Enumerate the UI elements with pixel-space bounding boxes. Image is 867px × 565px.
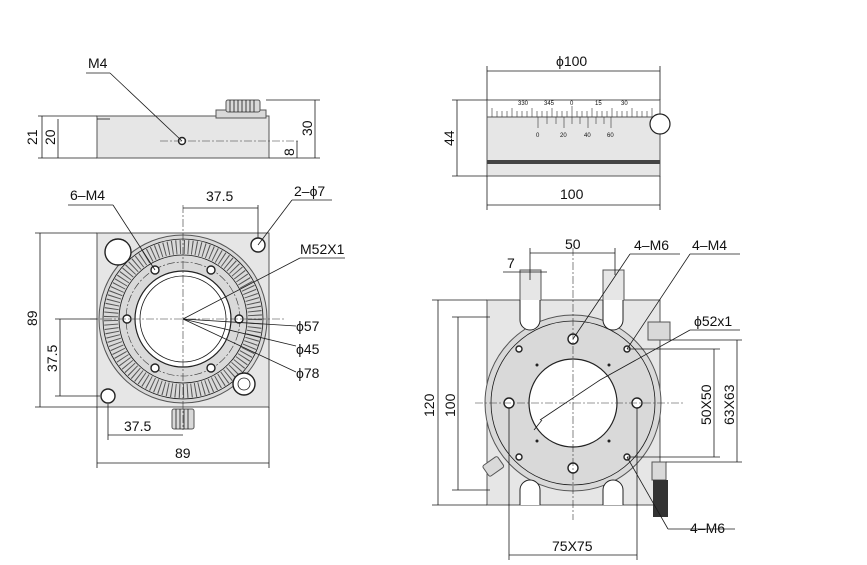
label-m4: M4 — [88, 55, 108, 71]
dim-7: 7 — [507, 255, 515, 271]
dim-21: 21 — [24, 129, 40, 145]
dim-20: 20 — [42, 129, 58, 145]
svg-text:0: 0 — [570, 101, 574, 107]
dim-37-5-bottom: 37.5 — [124, 418, 151, 434]
svg-text:30: 30 — [621, 101, 628, 107]
lock-knob — [482, 456, 505, 477]
svg-text:15: 15 — [595, 101, 602, 107]
dim-120: 120 — [421, 393, 437, 417]
phi7-hole — [100, 388, 116, 404]
top-view: 6–M4 2–ϕ7 M52X1 ϕ57 ϕ45 ϕ78 37.5 89 37.5… — [24, 183, 345, 468]
dim-37-5-left: 37.5 — [44, 345, 60, 372]
label-6m4: 6–M4 — [70, 187, 105, 203]
label-4m6-top: 4–M6 — [634, 237, 669, 253]
dim-30: 30 — [299, 120, 315, 136]
m4-hole — [206, 265, 216, 275]
scale-upper-labels: 330 345 0 15 30 — [518, 101, 628, 107]
front-view: 330 345 0 15 30 0 20 40 60 ϕ100 44 100 — [441, 53, 671, 210]
svg-text:20: 20 — [560, 133, 567, 139]
label-phi78: ϕ78 — [296, 365, 320, 381]
dim-100-left: 100 — [442, 393, 458, 417]
label-m52x1: M52X1 — [300, 241, 345, 257]
dim-44: 44 — [441, 130, 457, 146]
svg-text:345: 345 — [544, 101, 555, 107]
svg-text:60: 60 — [607, 133, 614, 139]
bottom-view: 4–M6 4–M4 ϕ52x1 4–M6 50 7 120 100 50X50 — [421, 236, 742, 560]
vernier-ticks — [537, 117, 612, 128]
label-phi52x1: ϕ52x1 — [694, 313, 732, 329]
lock-knob — [104, 238, 132, 266]
label-4m4: 4–M4 — [692, 237, 727, 253]
micrometer-handle — [653, 480, 668, 517]
scale-lower-labels: 0 20 40 60 — [536, 133, 614, 139]
dark-band — [487, 160, 660, 164]
dim-89-bottom: 89 — [175, 445, 191, 461]
lock-knob — [232, 372, 256, 396]
dim-37-5-top: 37.5 — [206, 188, 233, 204]
label-4m6-bottom: 4–M6 — [690, 520, 725, 536]
m4-hole — [515, 453, 523, 461]
label-phi57: ϕ57 — [296, 318, 320, 334]
svg-text:0: 0 — [536, 133, 540, 139]
scale-ticks — [491, 106, 653, 117]
dim-63x63: 63X63 — [721, 384, 737, 425]
svg-text:330: 330 — [518, 101, 529, 107]
dim-50x50: 50X50 — [698, 384, 714, 425]
dim-50: 50 — [565, 236, 581, 252]
m4-hole — [150, 363, 160, 373]
side-view: M4 21 20 30 8 — [24, 55, 320, 159]
micrometer-body — [651, 461, 667, 481]
dim-89-left: 89 — [24, 310, 40, 326]
label-phi45: ϕ45 — [296, 341, 320, 357]
dim-8: 8 — [281, 148, 297, 156]
m4-hole — [515, 345, 523, 353]
label-2phi7: 2–ϕ7 — [294, 183, 325, 199]
side-knob — [649, 113, 671, 135]
dim-phi100: ϕ100 — [556, 53, 587, 69]
m4-hole — [206, 363, 216, 373]
knurled-knob — [229, 100, 255, 112]
dim-100-front: 100 — [560, 186, 584, 202]
right-tab — [647, 321, 671, 341]
dim-75x75: 75X75 — [552, 538, 593, 554]
svg-text:40: 40 — [584, 133, 591, 139]
